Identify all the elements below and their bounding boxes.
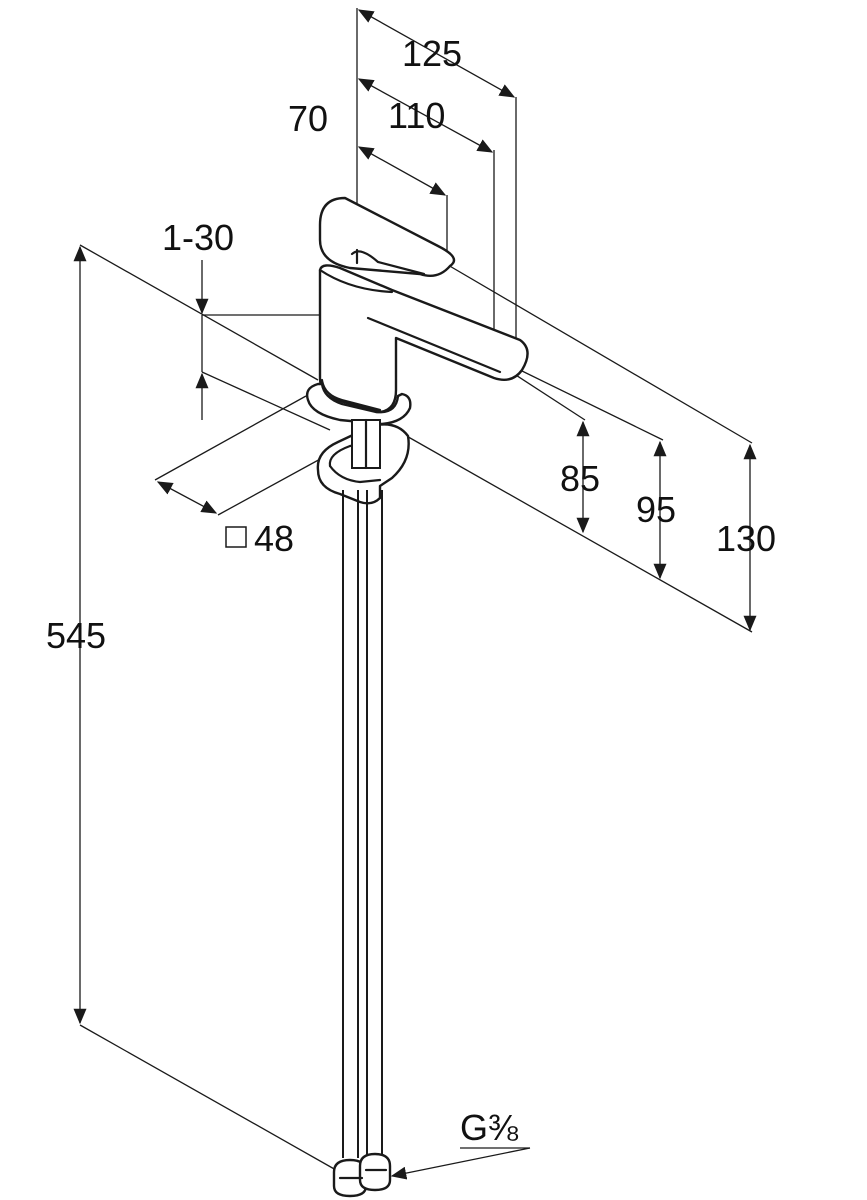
extension-lines [79, 8, 753, 1171]
label-110: 110 [388, 95, 445, 136]
lever-handle [318, 196, 456, 277]
faucet-main-body [318, 264, 529, 414]
faucet-body [305, 196, 529, 505]
dimension-lines [73, 9, 757, 1180]
label-85: 85 [560, 458, 600, 499]
label-1-30: 1-30 [162, 217, 234, 258]
label-48: 48 [254, 518, 294, 559]
dim-line-110 [357, 78, 494, 153]
thread-leader [390, 1147, 531, 1180]
label-125: 125 [402, 33, 462, 74]
label-130: 130 [716, 518, 776, 559]
label-95: 95 [636, 489, 676, 530]
supply-hoses [332, 490, 392, 1198]
label-545: 545 [46, 615, 106, 656]
dimension-labels: 125 110 70 1-30 48 85 95 130 545 G⅜ [46, 33, 776, 1148]
label-thread: G⅜ [460, 1107, 519, 1148]
square-symbol-icon [225, 526, 247, 548]
hose-fitting-right [358, 1152, 392, 1192]
label-70: 70 [288, 98, 328, 139]
dim-line-70 [357, 146, 447, 196]
dim-line-48 [156, 481, 218, 514]
